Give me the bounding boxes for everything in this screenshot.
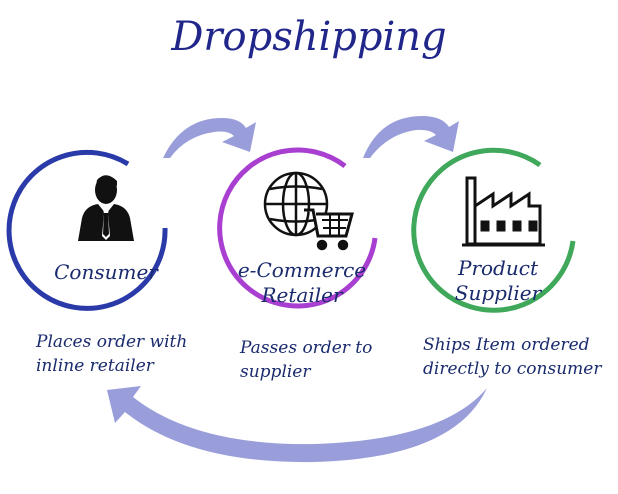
arrow-consumer-to-retailer: [163, 118, 256, 158]
supplier-description: Ships Item ordered directly to consumer: [423, 335, 602, 379]
consumer-label: Consumer: [54, 260, 158, 284]
person-icon: [78, 175, 134, 241]
retailer-label: e-Commerce Retailer: [237, 258, 367, 307]
supplier-circle: [411, 147, 576, 313]
globe-cart-icon: [263, 171, 354, 251]
diagram-title: Dropshipping: [171, 14, 447, 60]
supplier-label: Product Supplier: [454, 256, 542, 305]
consumer-description: Places order with inline retailer: [36, 332, 188, 376]
factory-icon: [462, 176, 545, 247]
arrow-retailer-to-supplier: [363, 116, 459, 158]
arrow-supplier-to-consumer: [107, 386, 487, 463]
retailer-description: Passes order to supplier: [240, 338, 373, 382]
retailer-circle: [217, 147, 378, 309]
consumer-circle: [6, 149, 168, 311]
